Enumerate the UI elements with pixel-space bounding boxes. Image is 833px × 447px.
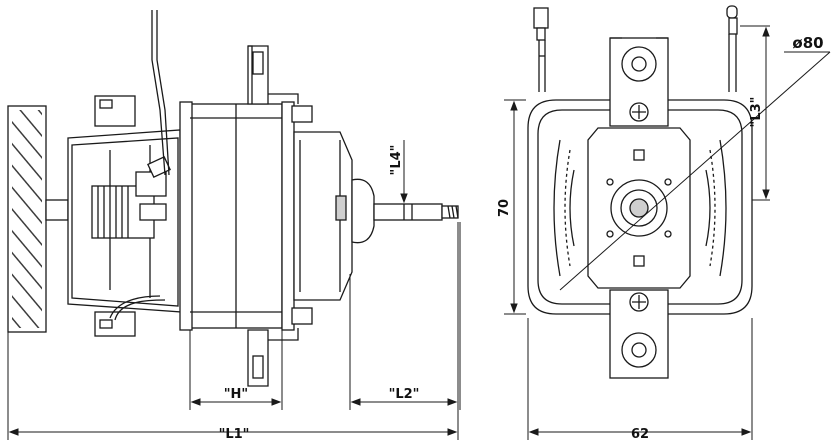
label-width: 62: [631, 427, 649, 442]
label-L2: "L2": [389, 387, 420, 402]
lead-wire-right: [726, 5, 738, 92]
bottom-bracket: [247, 307, 313, 387]
bearing-boss: [351, 178, 375, 244]
side-dimensions: [7, 140, 461, 440]
front-top-mount: [609, 37, 669, 127]
front-bottom-mount: [609, 289, 669, 379]
top-bracket: [247, 45, 313, 123]
label-L1: "L1": [219, 427, 250, 442]
label-height: 70: [497, 199, 512, 217]
front-bearing-plate: [587, 127, 691, 289]
label-L4: "L4": [389, 145, 404, 176]
label-H: "H": [224, 387, 248, 402]
side-dimension-labels: "L1" "H" "L2" "L4": [219, 145, 420, 442]
commutator-assembly: [91, 155, 171, 239]
motor-shaft: [373, 203, 459, 221]
label-L3: "L3": [749, 97, 764, 128]
front-view: [527, 5, 753, 379]
label-diameter: ø80: [792, 34, 823, 52]
front-dimensions: [504, 25, 831, 440]
lead-wire-top: [109, 10, 170, 321]
front-housing: [293, 131, 353, 301]
stator-stack: [179, 101, 295, 331]
cooling-fan: [7, 105, 69, 333]
side-view: [7, 10, 459, 387]
front-dimension-labels: 62 70 "L3" ø80: [497, 34, 824, 442]
lead-wire-left: [533, 7, 549, 92]
